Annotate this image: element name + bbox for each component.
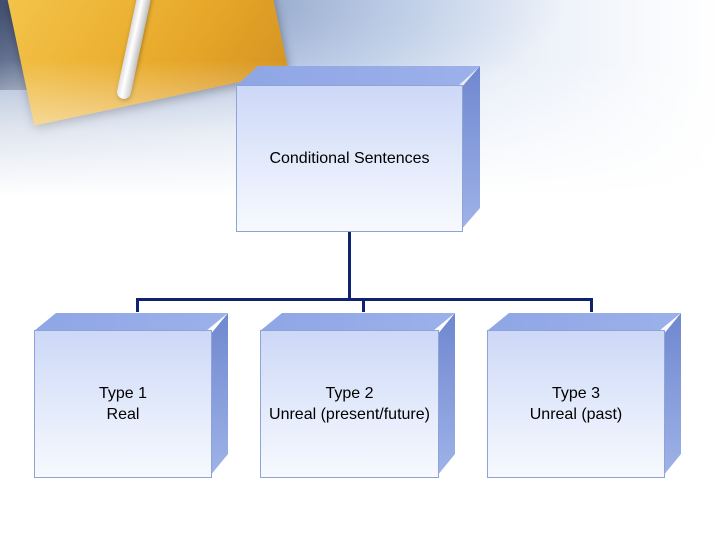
child-box-3-side-face <box>663 313 681 476</box>
child-box-1-subtitle: Real <box>107 404 140 425</box>
connector-child-2 <box>362 298 365 312</box>
connector-child-3 <box>590 298 593 312</box>
child-box-type-2[interactable]: Type 2 Unreal (present/future) <box>260 330 439 478</box>
root-box-label: Conditional Sentences <box>269 148 429 169</box>
child-box-2-top-face <box>260 313 455 331</box>
child-box-1-side-face <box>210 313 228 476</box>
child-box-3-title: Type 3 <box>552 383 600 404</box>
child-box-3-subtitle: Unreal (past) <box>530 404 622 425</box>
child-box-2-subtitle: Unreal (present/future) <box>269 404 430 425</box>
connector-root-vertical <box>348 230 351 300</box>
child-box-2-title: Type 2 <box>325 383 373 404</box>
connector-child-1 <box>136 298 139 312</box>
root-box[interactable]: Conditional Sentences <box>236 85 463 232</box>
child-box-1-title: Type 1 <box>99 383 147 404</box>
child-box-3-top-face <box>487 313 681 331</box>
root-box-side-face <box>461 66 480 230</box>
child-box-type-3[interactable]: Type 3 Unreal (past) <box>487 330 665 478</box>
child-box-type-1[interactable]: Type 1 Real <box>34 330 212 478</box>
child-box-1-top-face <box>34 313 228 331</box>
root-box-top-face <box>236 66 480 86</box>
child-box-2-side-face <box>437 313 455 476</box>
